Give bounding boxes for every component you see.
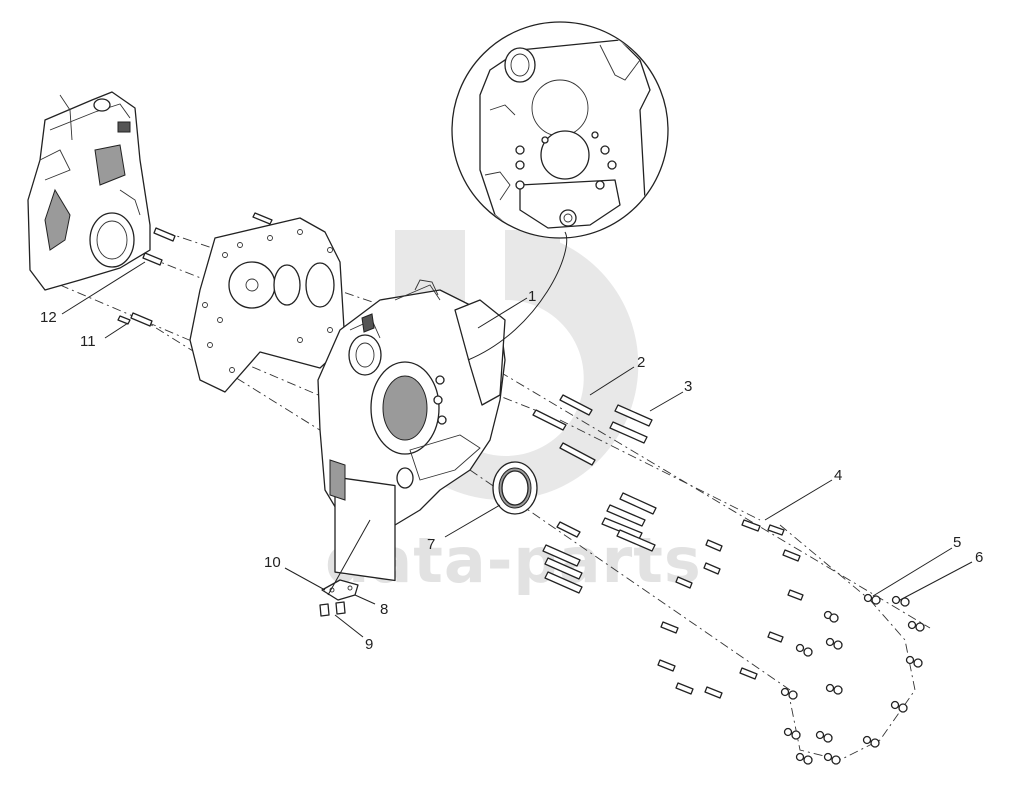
callout-1: 1 [528,288,536,305]
callout-5: 5 [953,534,961,551]
seal-ring [492,461,538,515]
callout-10: 10 [264,554,281,571]
callout-4: 4 [834,467,842,484]
washers-and-nuts [780,593,925,765]
callout-7: 7 [427,536,435,553]
callout-11: 11 [80,333,96,350]
callout-8: 8 [380,601,388,618]
cover-plate [319,579,359,617]
callout-labels: 1 2 3 4 5 6 7 8 9 10 11 12 [40,288,983,653]
callout-3: 3 [684,378,692,395]
gasket-plate [189,217,346,393]
timing-gear-housing [27,91,151,291]
callout-6: 6 [975,549,983,566]
bolt-set-2-3 [532,394,657,594]
stud-set-4 [657,519,804,699]
callout-2: 2 [637,354,645,371]
callout-12: 12 [40,309,57,326]
detail-inset [451,21,669,361]
callout-leaders [61,261,973,638]
callout-9: 9 [365,636,373,653]
bolts-left [117,212,273,327]
flywheel-housing [317,279,506,582]
